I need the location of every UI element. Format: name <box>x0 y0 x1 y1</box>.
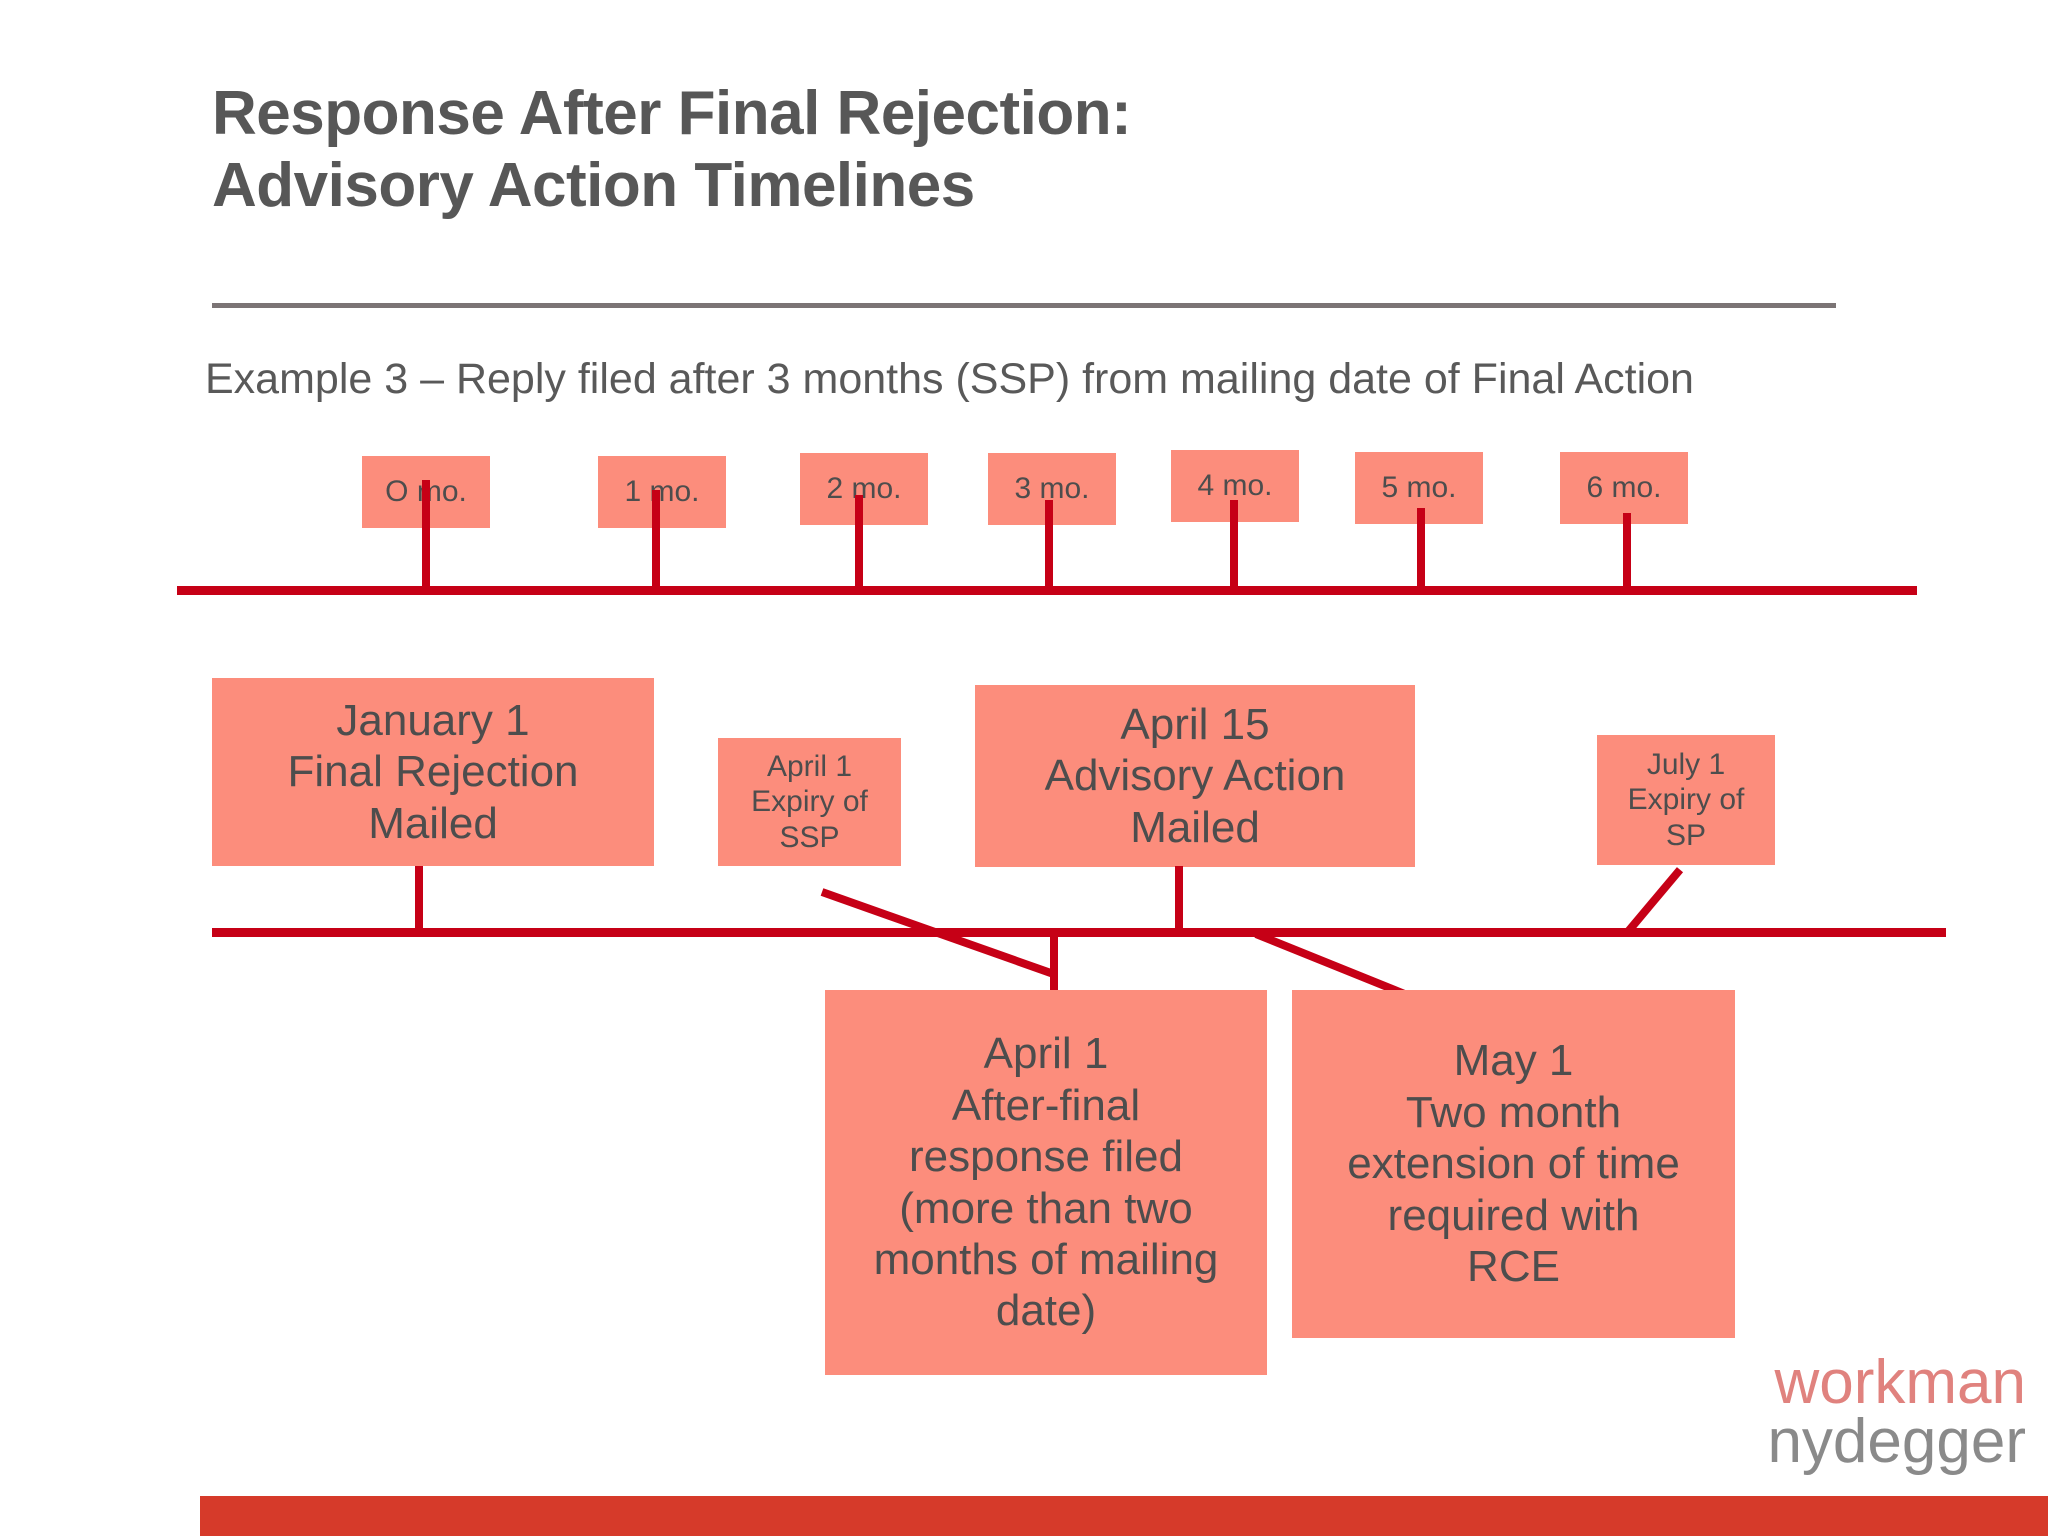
connector-july-1-expiry-sp <box>1622 867 1684 937</box>
event-box-july-1-line-2: Expiry of <box>1627 783 1745 817</box>
event-box-january-1-line-3: Mailed <box>368 798 498 848</box>
event-box-january-1-line-1: January 1 <box>336 695 530 745</box>
title-divider <box>212 303 1836 308</box>
tick-month-4 <box>1230 500 1238 590</box>
tick-month-1 <box>652 490 660 590</box>
event-box-may-1-line-2: Two month <box>1405 1087 1622 1137</box>
month-label-6: 6 mo. <box>1560 452 1688 524</box>
event-box-july-1-line-1: July 1 <box>1646 748 1726 782</box>
event-box-january-1-line-2: Final Rejection <box>287 747 579 797</box>
event-box-april-1-response-line-5: months of mailing <box>873 1234 1219 1284</box>
connector-january-1 <box>415 866 423 932</box>
event-box-april-1-response-line-4: (more than two <box>899 1183 1193 1233</box>
tick-month-3 <box>1045 500 1053 590</box>
event-box-april-1-expiry-ssp-line-2: Expiry of <box>751 785 868 819</box>
connector-april-1-response <box>1050 930 1058 993</box>
event-box-april-1-expiry-ssp-line-1: April 1 <box>766 750 853 784</box>
tick-month-0 <box>422 480 430 590</box>
logo-line-workman: workman <box>1774 1347 2026 1417</box>
page-title: Response After Final Rejection: Advisory… <box>212 78 1912 222</box>
page-title-line-2: Advisory Action Timelines <box>212 150 975 220</box>
event-box-april-1-expiry-ssp: April 1 Expiry of SSP <box>718 738 901 866</box>
event-box-may-1-line-3: extension of time <box>1347 1139 1680 1189</box>
event-box-april-15-line-2: Advisory Action <box>1044 751 1346 801</box>
main-timeline-axis <box>212 928 1946 937</box>
event-box-may-1-line-5: RCE <box>1467 1242 1560 1292</box>
month-label-1: 1 mo. <box>598 456 726 528</box>
event-box-april-1-response-line-3: response filed <box>909 1132 1183 1182</box>
workman-nydegger-logo: workman nydegger <box>1767 1347 2026 1477</box>
event-box-april-1-response-line-2: After-final <box>951 1080 1141 1130</box>
footer-bar <box>200 1496 2048 1536</box>
month-scale-axis <box>177 586 1917 595</box>
event-box-april-1-expiry-ssp-line-3: SSP <box>779 820 840 854</box>
connector-april-15 <box>1175 866 1183 932</box>
event-box-april-15-line-1: April 15 <box>1120 699 1270 749</box>
event-box-may-1-extension: May 1 Two month extension of time requir… <box>1292 990 1735 1338</box>
tick-month-5 <box>1417 508 1425 590</box>
subtitle-text: Example 3 – Reply filed after 3 months (… <box>205 355 1694 403</box>
event-box-april-1-after-final-response: April 1 After-final response filed (more… <box>825 990 1267 1375</box>
month-label-5: 5 mo. <box>1355 452 1483 524</box>
month-label-2: 2 mo. <box>800 453 928 525</box>
event-box-july-1-line-3: SP <box>1665 818 1707 852</box>
tick-month-6 <box>1623 513 1631 590</box>
event-box-april-1-response-line-1: April 1 <box>983 1029 1109 1079</box>
event-box-january-1: January 1 Final Rejection Mailed <box>212 678 654 866</box>
tick-month-2 <box>855 495 863 590</box>
event-box-april-15-line-3: Mailed <box>1130 802 1260 852</box>
event-box-april-1-response-line-6: date) <box>995 1286 1097 1336</box>
logo-line-nydegger: nydegger <box>1767 1407 2026 1477</box>
event-box-may-1-line-4: required with <box>1387 1190 1640 1240</box>
event-box-april-15-advisory-action: April 15 Advisory Action Mailed <box>975 685 1415 867</box>
event-box-may-1-line-1: May 1 <box>1453 1036 1574 1086</box>
event-box-july-1-expiry-sp: July 1 Expiry of SP <box>1597 735 1775 865</box>
page-title-line-1: Response After Final Rejection: <box>212 79 1132 148</box>
